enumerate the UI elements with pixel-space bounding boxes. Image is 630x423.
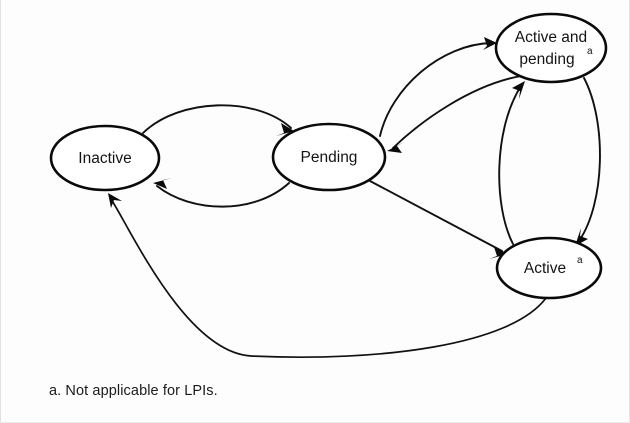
state-node-pending[interactable]: Pending [271, 122, 387, 192]
transition-active-to-inactive-line [110, 198, 547, 358]
state-node-inactive[interactable]: Inactive [49, 124, 161, 192]
transition-active-to-active-and-pending [498, 81, 525, 245]
transition-pending-to-active-and-pending [379, 37, 497, 137]
transition-pending-to-active [369, 180, 508, 259]
state-node-active-superscript: a [577, 255, 583, 266]
state-node-active-label: Active [524, 260, 566, 277]
transition-inactive-to-pending [142, 104, 294, 136]
transition-active-and-pending-to-pending [387, 75, 522, 153]
transition-pending-to-active-and-pending-arrowhead [483, 37, 497, 50]
state-node-active-and-pending-label-line2: pending [519, 51, 574, 68]
state-node-pending-shape[interactable] [271, 122, 387, 192]
state-node-inactive-label: Inactive [78, 150, 131, 167]
state-node-active[interactable]: Active a [495, 236, 603, 300]
transition-pending-to-inactive [153, 178, 290, 208]
transition-active-and-pending-to-pending-arrowhead [387, 142, 404, 153]
transition-inactive-to-pending-arrowhead [276, 123, 294, 136]
transition-active-to-inactive-arrowhead [108, 193, 122, 208]
transition-active-to-active-and-pending-line [498, 85, 522, 245]
footnote: a. Not applicable for LPIs. [49, 383, 218, 399]
state-node-active-and-pending-superscript: a [587, 46, 593, 57]
transition-active-and-pending-to-active [575, 77, 601, 246]
transition-active-and-pending-to-pending-line [392, 75, 522, 149]
transition-pending-to-inactive-line [156, 182, 290, 208]
transition-inactive-to-pending-line [142, 104, 292, 134]
state-node-inactive-shape[interactable] [49, 124, 161, 192]
transition-pending-to-inactive-arrowhead [153, 178, 172, 189]
transition-active-to-active-and-pending-arrowhead [512, 81, 525, 99]
transition-pending-to-active-arrowhead [489, 247, 508, 259]
transition-active-and-pending-to-active-arrowhead [575, 228, 588, 246]
transition-active-to-inactive [108, 193, 547, 358]
state-node-active-and-pending-shape[interactable] [494, 12, 608, 84]
state-node-active-shape[interactable] [495, 236, 603, 300]
state-node-pending-label: Pending [301, 149, 358, 166]
state-node-active-and-pending[interactable]: Active and pending a [494, 12, 608, 84]
transition-active-and-pending-to-active-line [578, 77, 601, 242]
state-node-active-and-pending-label-line1: Active and [515, 29, 587, 46]
transition-pending-to-active-and-pending-line [379, 42, 493, 137]
transition-pending-to-active-line [369, 180, 503, 252]
